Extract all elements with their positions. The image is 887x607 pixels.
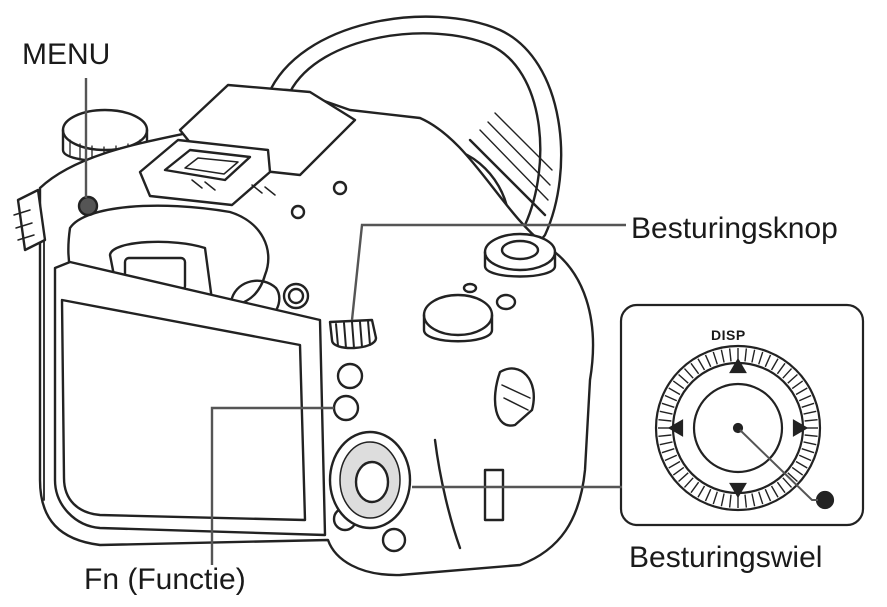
wheel-tick: [744, 494, 748, 508]
wheel-tick: [776, 481, 786, 494]
wheel-tick: [697, 358, 706, 371]
wheel-tick: [770, 358, 779, 371]
back-buttons: [282, 180, 407, 553]
wheel-tick: [720, 349, 725, 363]
wheel-tick: [787, 373, 798, 384]
wheel-tick: [791, 466, 804, 476]
wheel-tick: [770, 485, 779, 498]
wheel-tick: [668, 387, 681, 396]
wheel-tick: [751, 349, 756, 363]
wheel-tick: [658, 418, 672, 422]
callout-lines: [84, 78, 626, 565]
wheel-tick: [661, 402, 675, 408]
arrow-down-icon: [729, 482, 747, 499]
wheel-tick: [683, 368, 694, 379]
menu-label: MENU: [22, 38, 111, 71]
wheel-tick: [782, 368, 793, 379]
control-wheel-camera: [328, 430, 412, 530]
wheel-tick: [704, 354, 712, 368]
top-right-controls: [422, 232, 557, 343]
wheel-tick: [712, 351, 718, 365]
wheel-tick: [758, 351, 764, 365]
control-knob-label: Besturingsknop: [631, 212, 838, 245]
wheel-tick: [659, 441, 673, 446]
menu-button: [77, 195, 99, 217]
wheel-tick: [782, 477, 793, 488]
wheel-tick: [720, 493, 725, 507]
control-wheel-inset: [619, 303, 865, 527]
wheel-tick: [668, 460, 681, 469]
fn-button-label: Fn (Functie): [84, 563, 246, 596]
wheel-tick: [678, 373, 689, 384]
wheel-tick: [728, 494, 732, 508]
wheel-tick: [776, 362, 786, 375]
strap-lug-left: [13, 188, 47, 252]
wheel-tick: [690, 362, 700, 375]
arrow-up-icon: [729, 357, 747, 374]
wheel-tick: [683, 477, 694, 488]
wheel-tick: [803, 410, 817, 415]
ok-dot-icon: [815, 490, 835, 510]
control-knob-callout: [350, 223, 626, 321]
fn-callout: [210, 406, 334, 565]
wheel-tick: [798, 454, 812, 462]
wheel-tick: [764, 354, 772, 368]
wheel-tick: [787, 472, 798, 483]
wheel-tick: [704, 488, 712, 502]
wheel-tick: [728, 348, 732, 362]
wheel-tick: [659, 410, 673, 415]
wheel-tick: [751, 493, 756, 507]
wheel-tick: [798, 394, 812, 402]
wheel-tick: [697, 485, 706, 498]
arrow-left-icon: [667, 419, 684, 437]
strap-lug-right: [433, 367, 535, 550]
wheel-tick: [804, 418, 818, 422]
wheel-tick: [764, 488, 772, 502]
wheel-tick: [801, 402, 815, 408]
wheel-tick: [801, 448, 815, 454]
wheel-tick: [664, 394, 678, 402]
wheel-tick: [758, 491, 764, 505]
arrow-right-icon: [792, 419, 809, 437]
wheel-tick: [795, 460, 808, 469]
wheel-tick: [690, 481, 700, 494]
wheel-tick: [661, 448, 675, 454]
lcd-screen: [43, 239, 327, 537]
wheel-tick: [795, 387, 808, 396]
disp-label: DISP: [711, 327, 746, 343]
control-wheel-label: Besturingswiel: [629, 541, 823, 574]
control-knob: [328, 318, 378, 350]
wheel-tick: [712, 491, 718, 505]
wheel-tick: [672, 380, 685, 390]
wheel-tick: [658, 434, 672, 438]
wheel-tick: [678, 472, 689, 483]
wheel-tick: [744, 348, 748, 362]
wheel-tick: [804, 434, 818, 438]
wheel-tick: [791, 380, 804, 390]
wheel-tick: [672, 466, 685, 476]
wheel-tick: [803, 441, 817, 446]
wheel-tick: [664, 454, 678, 462]
